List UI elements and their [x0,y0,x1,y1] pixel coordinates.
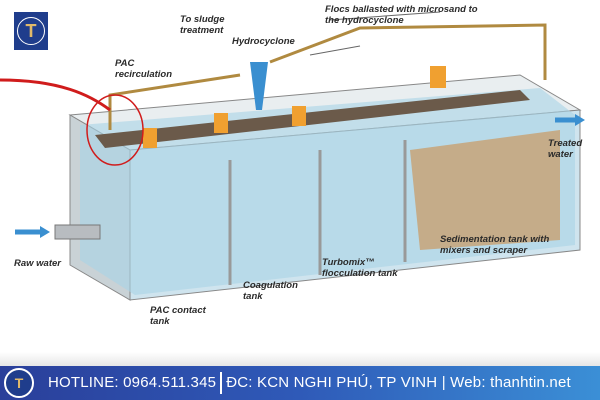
label-treated-water: Treated water [548,138,583,160]
label-raw-water: Raw water [14,258,61,269]
inlet-pipe [54,224,101,240]
footer-shadow [0,352,600,366]
label-turbomix: Turbomix™ flocculation tank [322,257,398,279]
mixer-motor [430,66,446,88]
company-logo: T [14,12,48,50]
highlight-circle [86,94,144,166]
bridge-beam [95,90,530,148]
label-sludge-treatment: To sludge treatment [180,14,225,36]
website-link[interactable]: | Web: thanhtin.net [441,373,571,391]
raw-water-arrowhead [40,226,50,238]
mixer-motor [214,113,228,133]
flow-arrow [329,11,441,21]
footer-logo: T [4,368,34,398]
recirculation-pipe [269,23,547,80]
label-sedimentation-tank: Sedimentation tank with mixers and scrap… [440,234,550,256]
footer-text: HOTLINE: 0964.511.345 ĐC: KCN NGHI PHÚ, T… [48,372,571,394]
treated-water-arrowhead [575,114,585,126]
divider [220,372,223,394]
label-pac-recirculation: PAC recirculation [115,58,173,80]
label-hydrocyclone: Hydrocyclone [232,36,295,47]
address: ĐC: KCN NGHI PHÚ, TP VINH [226,373,438,391]
inlet-line [0,78,111,112]
mixer-motor [143,128,157,148]
label-coagulation-tank: Coagulation tank [243,280,298,302]
hotline: HOTLINE: 0964.511.345 [48,373,217,391]
label-flocs: Flocs ballasted with microsand to the hy… [325,4,478,26]
sludge-bed [410,130,560,250]
flow-arrow [309,45,361,56]
label-pac-contact-tank: PAC contact tank [150,305,206,327]
footer-banner: T HOTLINE: 0964.511.345 ĐC: KCN NGHI PHÚ,… [0,366,600,400]
hydrocyclone [250,62,268,110]
process-diagram [0,11,600,360]
mixer-motor [292,106,306,126]
